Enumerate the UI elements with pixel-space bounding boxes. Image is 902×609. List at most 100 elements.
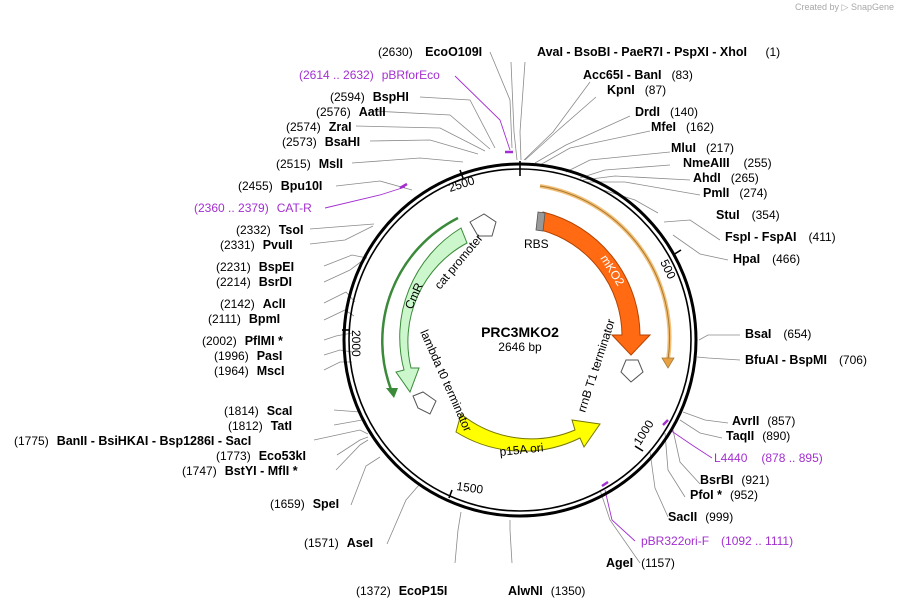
enzyme-site[interactable]: AvaI - BsoBI - PaeR7I - PspXI - XhoI (1)	[537, 43, 780, 60]
enzyme-site[interactable]: (2455) Bpu10I	[238, 179, 322, 193]
enzyme-site[interactable]: (1372)EcoP15I	[356, 584, 447, 598]
enzyme-site[interactable]: AhdI(265)	[693, 171, 759, 185]
enzyme-site[interactable]: PfoI * (952)	[690, 488, 758, 502]
site-position: (952)	[730, 488, 758, 502]
site-enzyme: AlwNI	[508, 584, 543, 598]
enzyme-site[interactable]: (2594)BspHI	[330, 90, 409, 104]
enzyme-site[interactable]: (2331) PvuII	[220, 238, 293, 252]
lambda-terminator-marker	[412, 391, 437, 415]
primer-range: (878 .. 895)	[761, 451, 822, 465]
site-enzyme: AseI	[347, 536, 373, 550]
site-enzyme: AvrII	[732, 414, 759, 428]
site-position: (2331)	[220, 238, 255, 252]
site-position: (2142)	[220, 297, 255, 311]
site-enzyme: Bpu10I	[281, 179, 323, 193]
site-enzyme: StuI	[716, 208, 740, 222]
enzyme-site[interactable]: (1814)ScaI	[224, 404, 292, 418]
enzyme-site[interactable]: (1812)TatI	[228, 419, 292, 433]
site-position: (2214)	[216, 275, 251, 289]
site-position: (2573)	[282, 135, 317, 149]
site-position: (255)	[744, 156, 772, 170]
site-enzyme: AgeI	[606, 556, 633, 570]
snapgene-credit: Created by ▷ SnapGene	[795, 2, 894, 13]
site-enzyme: MscI	[257, 364, 285, 378]
site-enzyme: PasI	[257, 349, 283, 363]
enzyme-site[interactable]: (2515)MslI	[276, 157, 343, 171]
rrnb-terminator-marker	[620, 359, 644, 383]
enzyme-site[interactable]: (2214) BsrDI	[216, 275, 292, 289]
enzyme-site[interactable]: MluI(217)	[671, 141, 734, 155]
site-position: (2455)	[238, 179, 273, 193]
site-position: (857)	[767, 414, 795, 428]
enzyme-site[interactable]: (2630) EcoO109I	[378, 43, 482, 60]
site-enzyme: AclI	[263, 297, 286, 311]
enzyme-site[interactable]: AvrII (857)	[732, 414, 795, 428]
site-position: (921)	[741, 473, 769, 487]
site-enzyme: BsrDI	[259, 275, 292, 289]
enzyme-site[interactable]: (1996)PasI	[214, 349, 282, 363]
site-position: (1)	[765, 45, 780, 59]
rrnb-label: rrnB T1 terminator	[575, 317, 618, 414]
enzyme-site[interactable]: Acc65I - BanI(83)	[583, 68, 693, 82]
enzyme-site[interactable]: NmeAIII(255)	[683, 156, 772, 170]
site-enzyme: FspI - FspAI	[725, 230, 797, 244]
enzyme-site[interactable]: (2576)AatII	[316, 105, 386, 119]
primer-site[interactable]: (2614 .. 2632)pBRforEco	[299, 68, 440, 82]
enzyme-site[interactable]: TaqII(890)	[726, 429, 790, 443]
enzyme-site[interactable]: (1773)Eco53kI	[216, 449, 306, 463]
enzyme-site[interactable]: (2332)TsoI	[236, 223, 303, 237]
site-position: (706)	[839, 353, 867, 367]
site-enzyme: MfeI	[651, 120, 676, 134]
scale-ticks	[342, 161, 682, 499]
rbs-label: RBS	[524, 237, 549, 251]
enzyme-site[interactable]: KpnI(87)	[607, 83, 666, 97]
site-enzyme: MluI	[671, 141, 696, 155]
enzyme-site[interactable]: MfeI (162)	[651, 120, 714, 134]
enzyme-site[interactable]: BsaI(654)	[745, 327, 811, 341]
site-position: (2332)	[236, 223, 271, 237]
p15a-ori-feature	[455, 413, 601, 452]
site-enzyme: BanII - BsiHKAI - Bsp1286I - SacI	[57, 434, 252, 448]
site-enzyme: BfuAI - BspMI	[745, 353, 827, 367]
enzyme-site[interactable]: (2573) BsaHI	[282, 135, 360, 149]
primer-name: pBRforEco	[382, 68, 440, 82]
enzyme-site[interactable]: (2231)BspEI	[216, 260, 294, 274]
enzyme-site[interactable]: SacII(999)	[668, 510, 733, 524]
enzyme-site[interactable]: AgeI(1157)	[606, 556, 675, 570]
primer-site[interactable]: (2360 .. 2379)CAT-R	[194, 201, 312, 215]
enzyme-site[interactable]: (1571)AseI	[304, 536, 373, 550]
site-position: (2574)	[286, 120, 321, 134]
enzyme-site[interactable]: PmlI(274)	[703, 186, 767, 200]
site-enzyme: Acc65I - BanI	[583, 68, 662, 82]
enzyme-site[interactable]: (2142) AclI	[220, 297, 286, 311]
enzyme-site[interactable]: BfuAI - BspMI (706)	[745, 353, 867, 367]
primer-site[interactable]: L4440(878 .. 895)	[714, 451, 823, 465]
site-position: (1350)	[551, 584, 586, 598]
enzyme-site[interactable]: AlwNI (1350)	[508, 584, 585, 598]
primer-site[interactable]: pBR322ori-F(1092 .. 1111)	[641, 534, 793, 548]
site-position: (162)	[686, 120, 714, 134]
enzyme-site[interactable]: (1775) BanII - BsiHKAI - Bsp1286I - SacI	[14, 434, 251, 448]
site-enzyme: PfoI *	[690, 488, 722, 502]
site-position: (1775)	[14, 434, 49, 448]
enzyme-site[interactable]: BsrBI(921)	[700, 473, 769, 487]
enzyme-site[interactable]: (2111)BpmI	[208, 312, 280, 326]
enzyme-site[interactable]: (1659)SpeI	[270, 497, 339, 511]
site-enzyme: BsaHI	[325, 135, 360, 149]
enzyme-site[interactable]: HpaI(466)	[733, 252, 800, 266]
primer-name: CAT-R	[277, 201, 312, 215]
site-position: (140)	[670, 105, 698, 119]
enzyme-site[interactable]: (1964)MscI	[214, 364, 284, 378]
enzyme-site[interactable]: FspI - FspAI(411)	[725, 230, 836, 244]
enzyme-site[interactable]: StuI(354)	[716, 208, 780, 222]
primer-leaders	[324, 75, 713, 542]
site-enzyme: AvaI - BsoBI - PaeR7I - PspXI - XhoI	[537, 45, 747, 59]
enzyme-site[interactable]: (2574)ZraI	[286, 120, 352, 134]
enzyme-site[interactable]: DrdI(140)	[635, 105, 698, 119]
enzyme-site[interactable]: (1747)BstYI - MflI *	[182, 464, 298, 478]
site-enzyme: BstYI - MflI *	[225, 464, 298, 478]
site-enzyme: PvuII	[263, 238, 293, 252]
enzyme-site[interactable]: (2002)PflMI *	[202, 334, 283, 348]
site-enzyme: ScaI	[267, 404, 293, 418]
site-enzyme: BspEI	[259, 260, 294, 274]
